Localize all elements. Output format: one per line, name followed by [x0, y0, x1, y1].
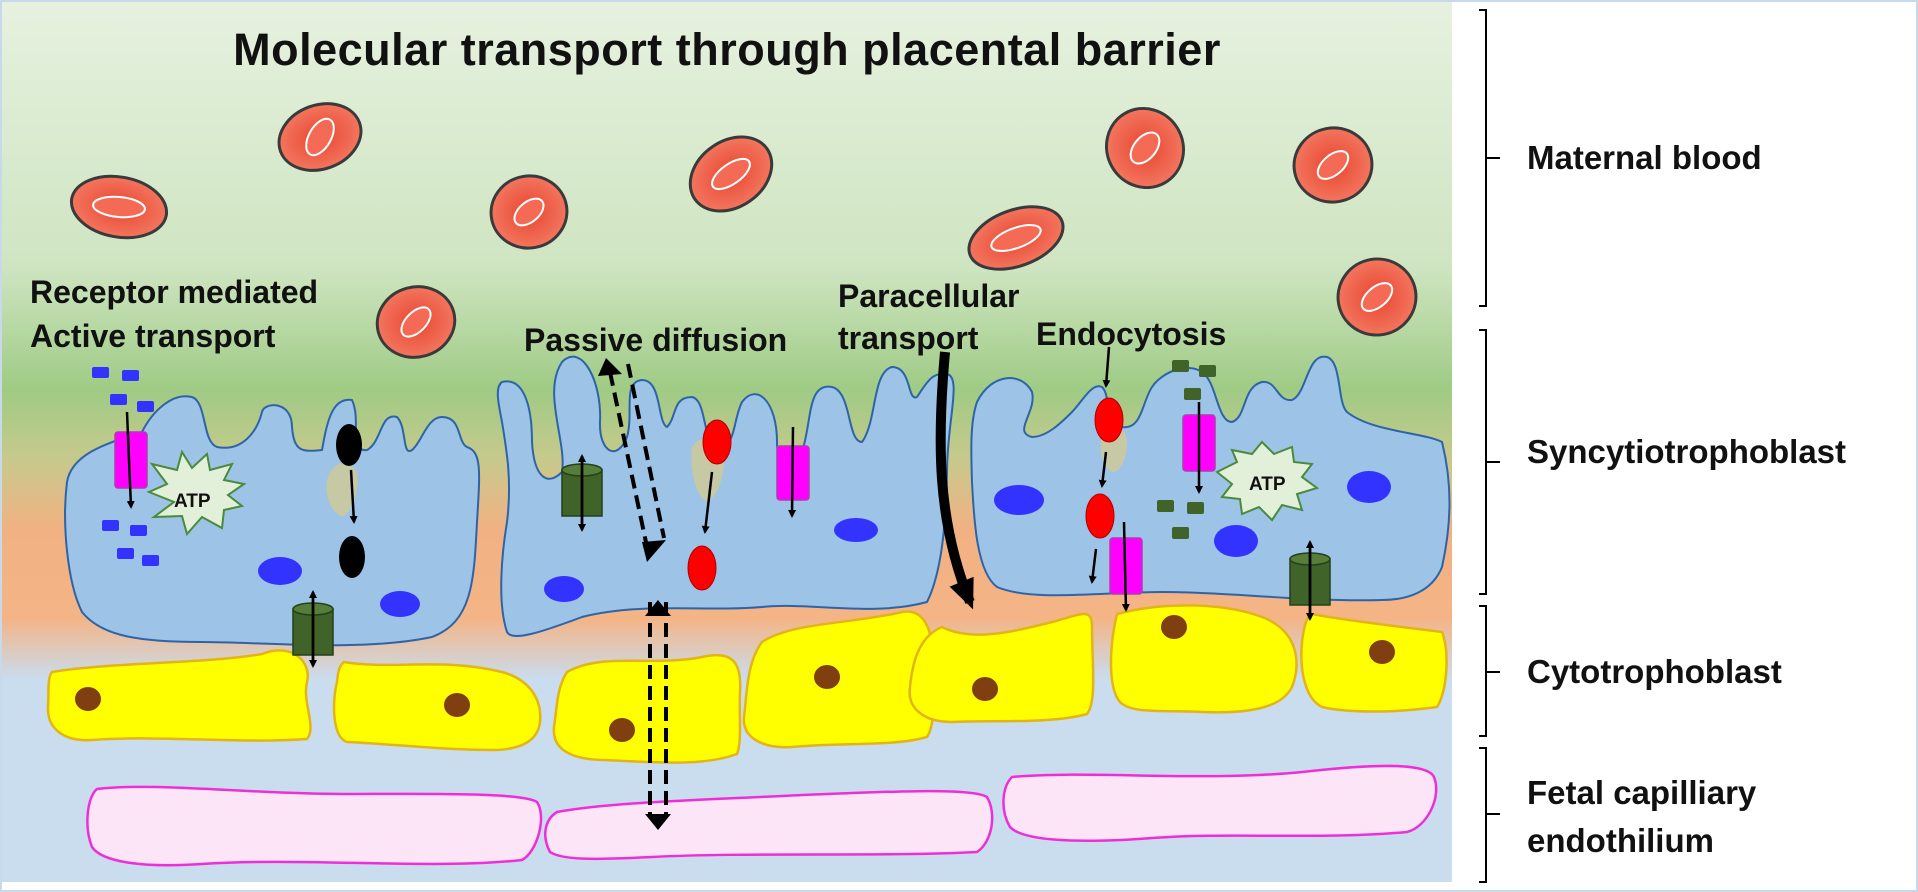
label-paracellular-line1: Paracellular — [838, 278, 1020, 314]
endothelium-cell — [1002, 764, 1438, 842]
syncytio-cell-left — [64, 395, 481, 647]
layer-syncytiotrophoblast: Syncytiotrophoblast — [1527, 433, 1847, 470]
passive-diffusion-arrows — [608, 363, 668, 817]
red-blood-cell — [1336, 257, 1418, 337]
cytotrophoblast-cells — [46, 604, 1448, 764]
diagram-title: Molecular transport through placental ba… — [233, 24, 1221, 75]
nucleus — [444, 693, 470, 717]
atp-label-right: ATP — [1249, 474, 1286, 495]
cytotrophoblast-nuclei — [75, 615, 1395, 742]
atp-burst-left — [146, 449, 247, 537]
nucleus — [544, 576, 584, 602]
endothelium-cell — [86, 785, 543, 867]
nucleus — [1161, 615, 1187, 639]
nucleus — [972, 677, 998, 701]
label-receptor-line1: Receptor mediated — [30, 274, 319, 310]
nucleus — [994, 485, 1044, 515]
red-blood-cell — [375, 285, 457, 359]
label-passive-diffusion: Passive diffusion — [524, 322, 788, 358]
label-receptor-line2: Active transport — [30, 318, 276, 354]
layer-fetal-line2: endothilium — [1527, 822, 1714, 859]
red-blood-cell — [1104, 106, 1186, 190]
endothelium-cells — [86, 764, 1438, 867]
syncytio-nuclei — [258, 471, 1391, 617]
paracellular-arrow — [935, 351, 975, 610]
nucleus — [834, 518, 878, 542]
syncytiotrophoblast-cells — [64, 355, 1451, 647]
nucleus — [1369, 640, 1395, 664]
nucleus — [814, 665, 840, 689]
nucleus — [1347, 471, 1391, 503]
label-endocytosis: Endocytosis — [1036, 316, 1227, 352]
red-blood-cell — [489, 174, 569, 250]
cytotrophoblast-cell — [332, 660, 542, 752]
cytotrophoblast-cell — [552, 653, 742, 764]
transport-arrows — [125, 346, 1314, 668]
layer-fetal-line1: Fetal capilliary — [1527, 774, 1757, 811]
cytotrophoblast-cell — [1300, 612, 1448, 713]
endothelium-cell — [544, 789, 994, 861]
cytotrophoblast-cell — [1109, 604, 1298, 714]
nucleus — [258, 557, 302, 585]
red-blood-cell — [967, 205, 1065, 271]
cytotrophoblast-cell — [46, 649, 312, 742]
passive-arrowheads — [598, 358, 671, 830]
red-blood-cell — [1292, 126, 1374, 204]
red-vesicles — [687, 397, 1124, 591]
nucleus — [75, 687, 101, 711]
green-molecules — [1157, 360, 1216, 539]
blue-molecules — [92, 367, 159, 566]
atp-burst-right — [1215, 440, 1320, 522]
nucleus — [609, 718, 635, 742]
nucleus — [1214, 525, 1258, 557]
red-blood-cell — [277, 102, 363, 172]
layer-cytotrophoblast: Cytotrophoblast — [1527, 653, 1782, 690]
red-blood-cell — [688, 135, 774, 213]
red-blood-cells — [69, 102, 1418, 359]
atp-label-left: ATP — [174, 491, 211, 512]
layer-maternal-blood: Maternal blood — [1527, 139, 1762, 176]
cytotrophoblast-cell — [908, 612, 1095, 724]
syncytio-cell-middle — [496, 355, 955, 638]
red-blood-cell — [69, 174, 169, 240]
label-paracellular-line2: transport — [838, 320, 979, 356]
black-molecules — [336, 424, 365, 578]
layer-brackets — [1479, 9, 1500, 883]
nucleus — [380, 591, 420, 617]
